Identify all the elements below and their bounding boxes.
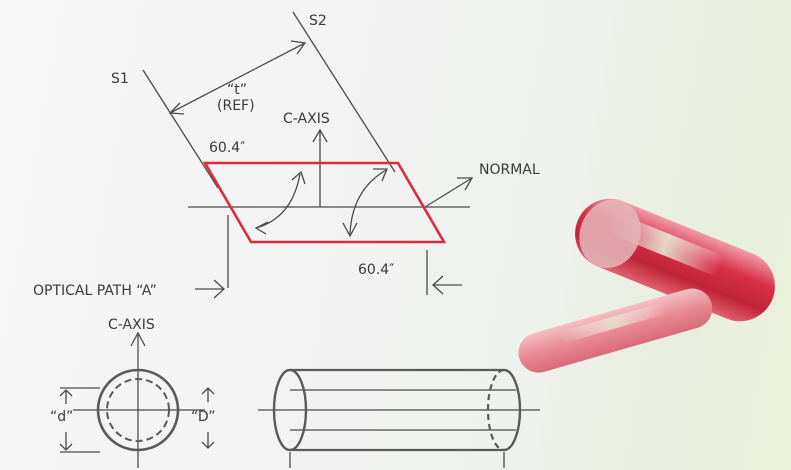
outer-diameter-label: “D”	[191, 409, 215, 425]
s2-line	[292, 11, 396, 173]
ruby-rod-small	[518, 288, 713, 373]
arc-arrow-icon	[291, 170, 306, 185]
t-dimension-line	[169, 42, 306, 114]
angle-arcs	[254, 168, 388, 238]
s2-label: S2	[309, 13, 327, 29]
normal-label: NORMAL	[479, 162, 540, 178]
arc-arrow-icon	[342, 222, 358, 238]
angle-arc-left	[255, 173, 301, 229]
t-arrow-left-icon	[168, 102, 185, 115]
crystal-outline	[202, 161, 447, 244]
c-axis-bottom-label: C-AXIS	[108, 317, 155, 333]
arrow-down-icon	[201, 441, 215, 449]
rod-left-end	[272, 368, 308, 452]
end-view	[59, 331, 215, 468]
normal-line	[424, 177, 473, 208]
ruby-rod-large	[575, 198, 775, 322]
arrow-left-icon	[432, 275, 444, 295]
arrow-down-icon	[59, 443, 73, 451]
angle-bottom-label: 60.4″	[358, 262, 394, 278]
outer-circle	[96, 368, 180, 452]
inner-diameter-label: “d”	[50, 409, 73, 425]
side-view	[258, 368, 540, 468]
arrow-up-icon	[59, 389, 73, 397]
ref-label: (REF)	[217, 98, 255, 114]
rod-right-end-hidden	[486, 368, 505, 452]
c-axis-arrow-icon	[130, 331, 146, 347]
c-axis-top-label: C-AXIS	[283, 111, 330, 127]
arrow-up-icon	[201, 387, 215, 395]
rod-right-end	[503, 368, 522, 452]
optical-path-label: OPTICAL PATH “A”	[33, 283, 157, 299]
inner-circle-dashed	[106, 378, 170, 442]
normal-arrow-icon	[457, 177, 474, 191]
arc-arrow-icon	[373, 168, 388, 182]
s1-label: S1	[111, 71, 129, 87]
c-axis-arrow-icon	[312, 128, 328, 143]
angle-top-label: 60.4″	[209, 140, 245, 156]
angle-arc-right	[349, 169, 387, 235]
arrow-right-icon	[213, 279, 225, 299]
section-lines	[142, 11, 396, 189]
s1-line	[142, 69, 219, 189]
t-arrow-right-icon	[290, 40, 307, 55]
arc-arrow-icon	[254, 221, 269, 235]
t-label: “t”	[227, 82, 247, 98]
